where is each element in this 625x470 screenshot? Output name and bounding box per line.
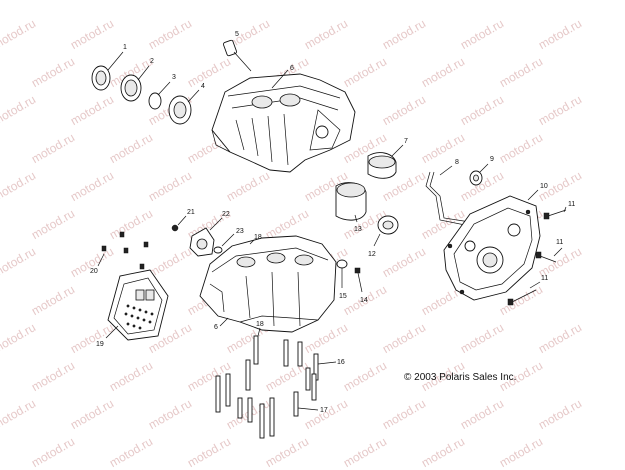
part-bearing-4 <box>168 89 200 125</box>
callout-12: 12 <box>368 251 376 258</box>
part-plug-21 <box>171 215 187 232</box>
callout-6-bottom: 6 <box>214 324 218 331</box>
callout-13: 13 <box>354 226 362 233</box>
callout-9: 9 <box>490 156 494 163</box>
callout-6-top: 6 <box>290 65 294 72</box>
callout-5: 5 <box>235 31 239 38</box>
callout-19: 19 <box>96 341 104 348</box>
part-bearing-2 <box>120 65 150 102</box>
part-screws-20 <box>97 231 149 270</box>
part-cover-10 <box>443 189 541 301</box>
callout-10: 10 <box>540 183 548 190</box>
part-seal-12 <box>373 215 399 247</box>
callout-14: 14 <box>360 297 368 304</box>
part-tube-8 <box>425 165 471 227</box>
callout-3: 3 <box>172 74 176 81</box>
part-pump-22 <box>189 217 223 257</box>
callout-8: 8 <box>455 159 459 166</box>
part-bearing-13 <box>335 182 367 223</box>
part-upper-crankcase <box>211 69 356 173</box>
callout-labels: 1 2 3 4 5 6 7 8 9 10 11 11 11 12 13 14 1… <box>90 31 575 414</box>
part-14-15 <box>336 259 363 293</box>
callout-1: 1 <box>123 44 127 51</box>
callout-4: 4 <box>201 83 205 90</box>
screen-holes <box>124 304 154 330</box>
callout-18-bottom: 18 <box>256 321 264 328</box>
part-screen-19 <box>105 269 169 341</box>
part-bearing-7 <box>367 144 404 179</box>
callout-18-top: 18 <box>254 234 262 241</box>
part-bolts-11 <box>507 206 567 306</box>
part-ring-3 <box>148 81 171 110</box>
callout-2: 2 <box>150 58 154 65</box>
copyright-notice: © 2003 Polaris Sales Inc. <box>404 372 517 383</box>
callout-20: 20 <box>90 268 98 275</box>
part-seal-1 <box>91 51 124 91</box>
callout-23: 23 <box>236 228 244 235</box>
callout-21: 21 <box>187 209 195 216</box>
part-lower-crankcase <box>199 235 337 333</box>
callout-7: 7 <box>404 138 408 145</box>
callout-11-c: 11 <box>541 275 548 282</box>
part-dowel-5 <box>223 39 252 72</box>
part-oring-23 <box>213 233 235 254</box>
callout-22: 22 <box>222 211 230 218</box>
bolt-group-front <box>215 359 299 439</box>
callout-11-b: 11 <box>556 239 563 246</box>
part-washer-9 <box>469 163 489 186</box>
callout-16: 16 <box>337 359 345 366</box>
bolt-group-rear <box>253 335 319 401</box>
callout-11-a: 11 <box>568 201 575 208</box>
part-case-bolts <box>215 327 337 439</box>
callout-15: 15 <box>339 293 347 300</box>
callout-17: 17 <box>320 407 328 414</box>
